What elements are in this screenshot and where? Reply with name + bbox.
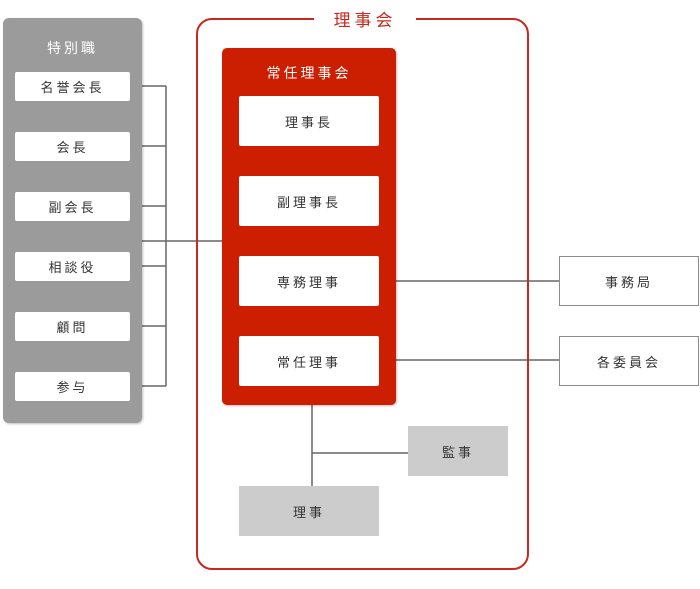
special-role-chairman: 会長 (15, 132, 130, 161)
role-president: 理事長 (239, 96, 379, 146)
unit-committees: 各委員会 (559, 336, 699, 386)
special-role-councilor: 参与 (15, 372, 130, 401)
role-directors: 理事 (239, 486, 379, 536)
special-role-counselor: 相談役 (15, 252, 130, 281)
role-standing-director: 常任理事 (239, 336, 379, 386)
role-executive-director: 専務理事 (239, 256, 379, 306)
special-role-honorary-chairman: 名誉会長 (15, 72, 130, 101)
board-title-background (314, 4, 416, 32)
unit-secretariat: 事務局 (559, 256, 699, 306)
role-vice-president: 副理事長 (239, 176, 379, 226)
board-title: 理事会 (333, 10, 397, 31)
special-posts-title: 特別職 (47, 41, 98, 57)
special-role-advisor: 顧問 (15, 312, 130, 341)
executive-board-title: 常任理事会 (266, 66, 352, 82)
role-auditor: 監事 (408, 426, 508, 476)
special-role-vice-chairman: 副会長 (15, 192, 130, 221)
